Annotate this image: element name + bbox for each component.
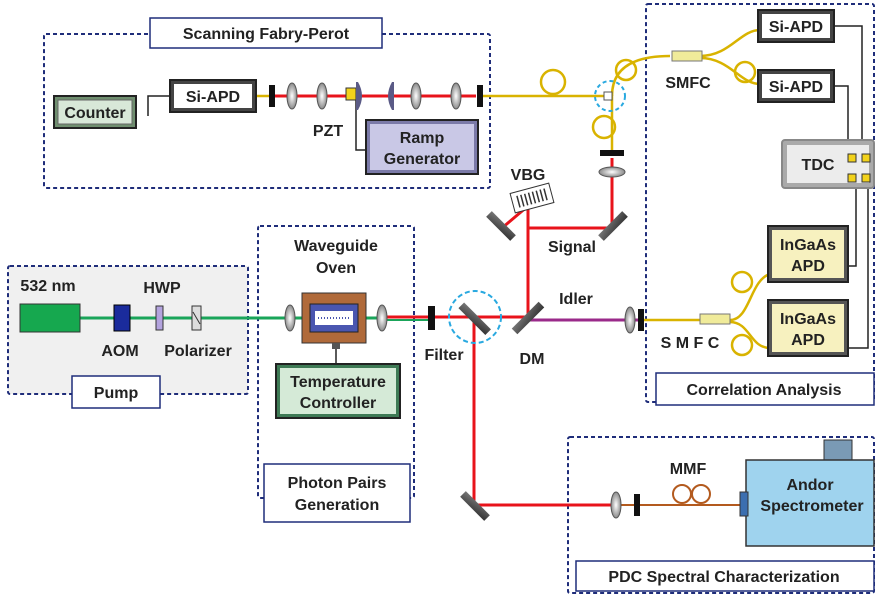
aom-label: AOM [101,343,138,360]
siapd-fp-label: Si-APD [186,89,240,106]
siapd-1-label: Si-APD [769,19,823,36]
fibers [480,28,771,357]
wires [147,25,869,349]
andor-spectrometer-box: Andor Spectrometer [739,439,875,547]
andor-label-2: Spectrometer [760,498,863,515]
siapd-2-label: Si-APD [769,79,823,96]
counter-box: Counter [53,95,137,129]
signal-lens [598,166,626,178]
dm-label: DM [520,351,545,368]
mmf-label: MMF [670,461,707,478]
andor-label-1: Andor [786,477,833,494]
counter-label: Counter [64,105,125,122]
signal-beam-vbg [501,176,614,230]
polarizer-label: Polarizer [164,343,232,360]
smfc-bottom-coupler [699,313,731,325]
signal-fiber-highlight [594,80,626,112]
pdc-mirror [460,491,490,521]
scanning-fp-section: Scanning Fabry-Perot [43,17,491,189]
tdc-box: TDC [781,139,875,189]
temperature-controller-box: Temperature Controller [275,343,401,419]
smfc-bottom-label: S M F C [661,335,720,352]
ramp-label-2: Generator [384,151,460,168]
tdc-label: TDC [802,157,835,174]
ingaas-1-label-1: InGaAs [780,237,836,254]
laser-532 [19,303,81,333]
generation-title-1: Photon Pairs [288,475,387,492]
ingaas-1-box: InGaAs APD [767,225,849,283]
filter-mirror [458,302,491,335]
fp-lens-3 [410,82,422,110]
siapd-1-box: Si-APD [757,9,835,43]
vbg-grating [509,182,555,214]
polarizer-element [191,305,202,331]
fp-stop-2 [477,85,483,107]
pdc-section: PDC Spectral Characterization [567,436,875,594]
aom [113,304,131,332]
temp-label-1: Temperature [290,374,386,391]
correlation-section: Correlation Analysis [645,3,875,406]
fp-cavity [345,82,394,110]
idler-lens [624,306,636,334]
ingaas-2-box: InGaAs APD [767,299,849,357]
filter-label: Filter [424,347,463,364]
idler-label: Idler [559,291,593,308]
pdc-stop [634,494,640,516]
ramp-generator-box: Ramp Generator [365,119,479,175]
ingaas-1-label-2: APD [791,258,825,275]
smfc-top-label: SMFC [665,75,711,92]
fp-lens-4 [450,82,462,110]
vbg-label: VBG [511,167,546,184]
fiber-junction [603,91,613,101]
ingaas-2-label-1: InGaAs [780,311,836,328]
waveguide-label: Waveguide [294,238,378,255]
ingaas-2-label-2: APD [791,332,825,349]
oven-lens-in [284,304,296,332]
siapd-fp-box: Si-APD [169,79,257,113]
generation-section: Photon Pairs Generation [257,225,415,523]
pzt-label: PZT [313,123,343,140]
laser-label: 532 nm [20,278,75,295]
filter-highlight [448,290,502,344]
oven-lens-out [376,304,388,332]
pdc-lens [610,491,622,519]
hwp-label: HWP [143,280,181,297]
idler-stop [638,309,644,331]
waveguide-oven [301,292,367,344]
temp-label-2: Controller [300,395,376,412]
signal-stop [600,150,624,156]
fp-lens-1 [286,82,298,110]
pdc-beam [472,320,612,507]
signal-label: Signal [548,239,596,256]
dm-mirror [511,301,545,335]
ramp-label-1: Ramp [400,130,445,147]
signal-mirror-right [598,211,628,241]
siapd-2-box: Si-APD [757,69,835,103]
filter-stop [428,306,435,330]
smfc-top-coupler [671,50,703,62]
hwp-plate [155,305,164,331]
signal-mirror-left [486,211,516,241]
pdc-title: PDC Spectral Characterization [608,569,839,586]
fp-stop-1 [269,85,275,107]
oven-label: Oven [316,260,356,277]
pump-title: Pump [94,385,139,402]
correlation-title: Correlation Analysis [686,382,841,399]
fp-lens-2 [316,82,328,110]
generation-title-2: Generation [295,497,379,514]
scanning-fp-title: Scanning Fabry-Perot [183,26,350,43]
